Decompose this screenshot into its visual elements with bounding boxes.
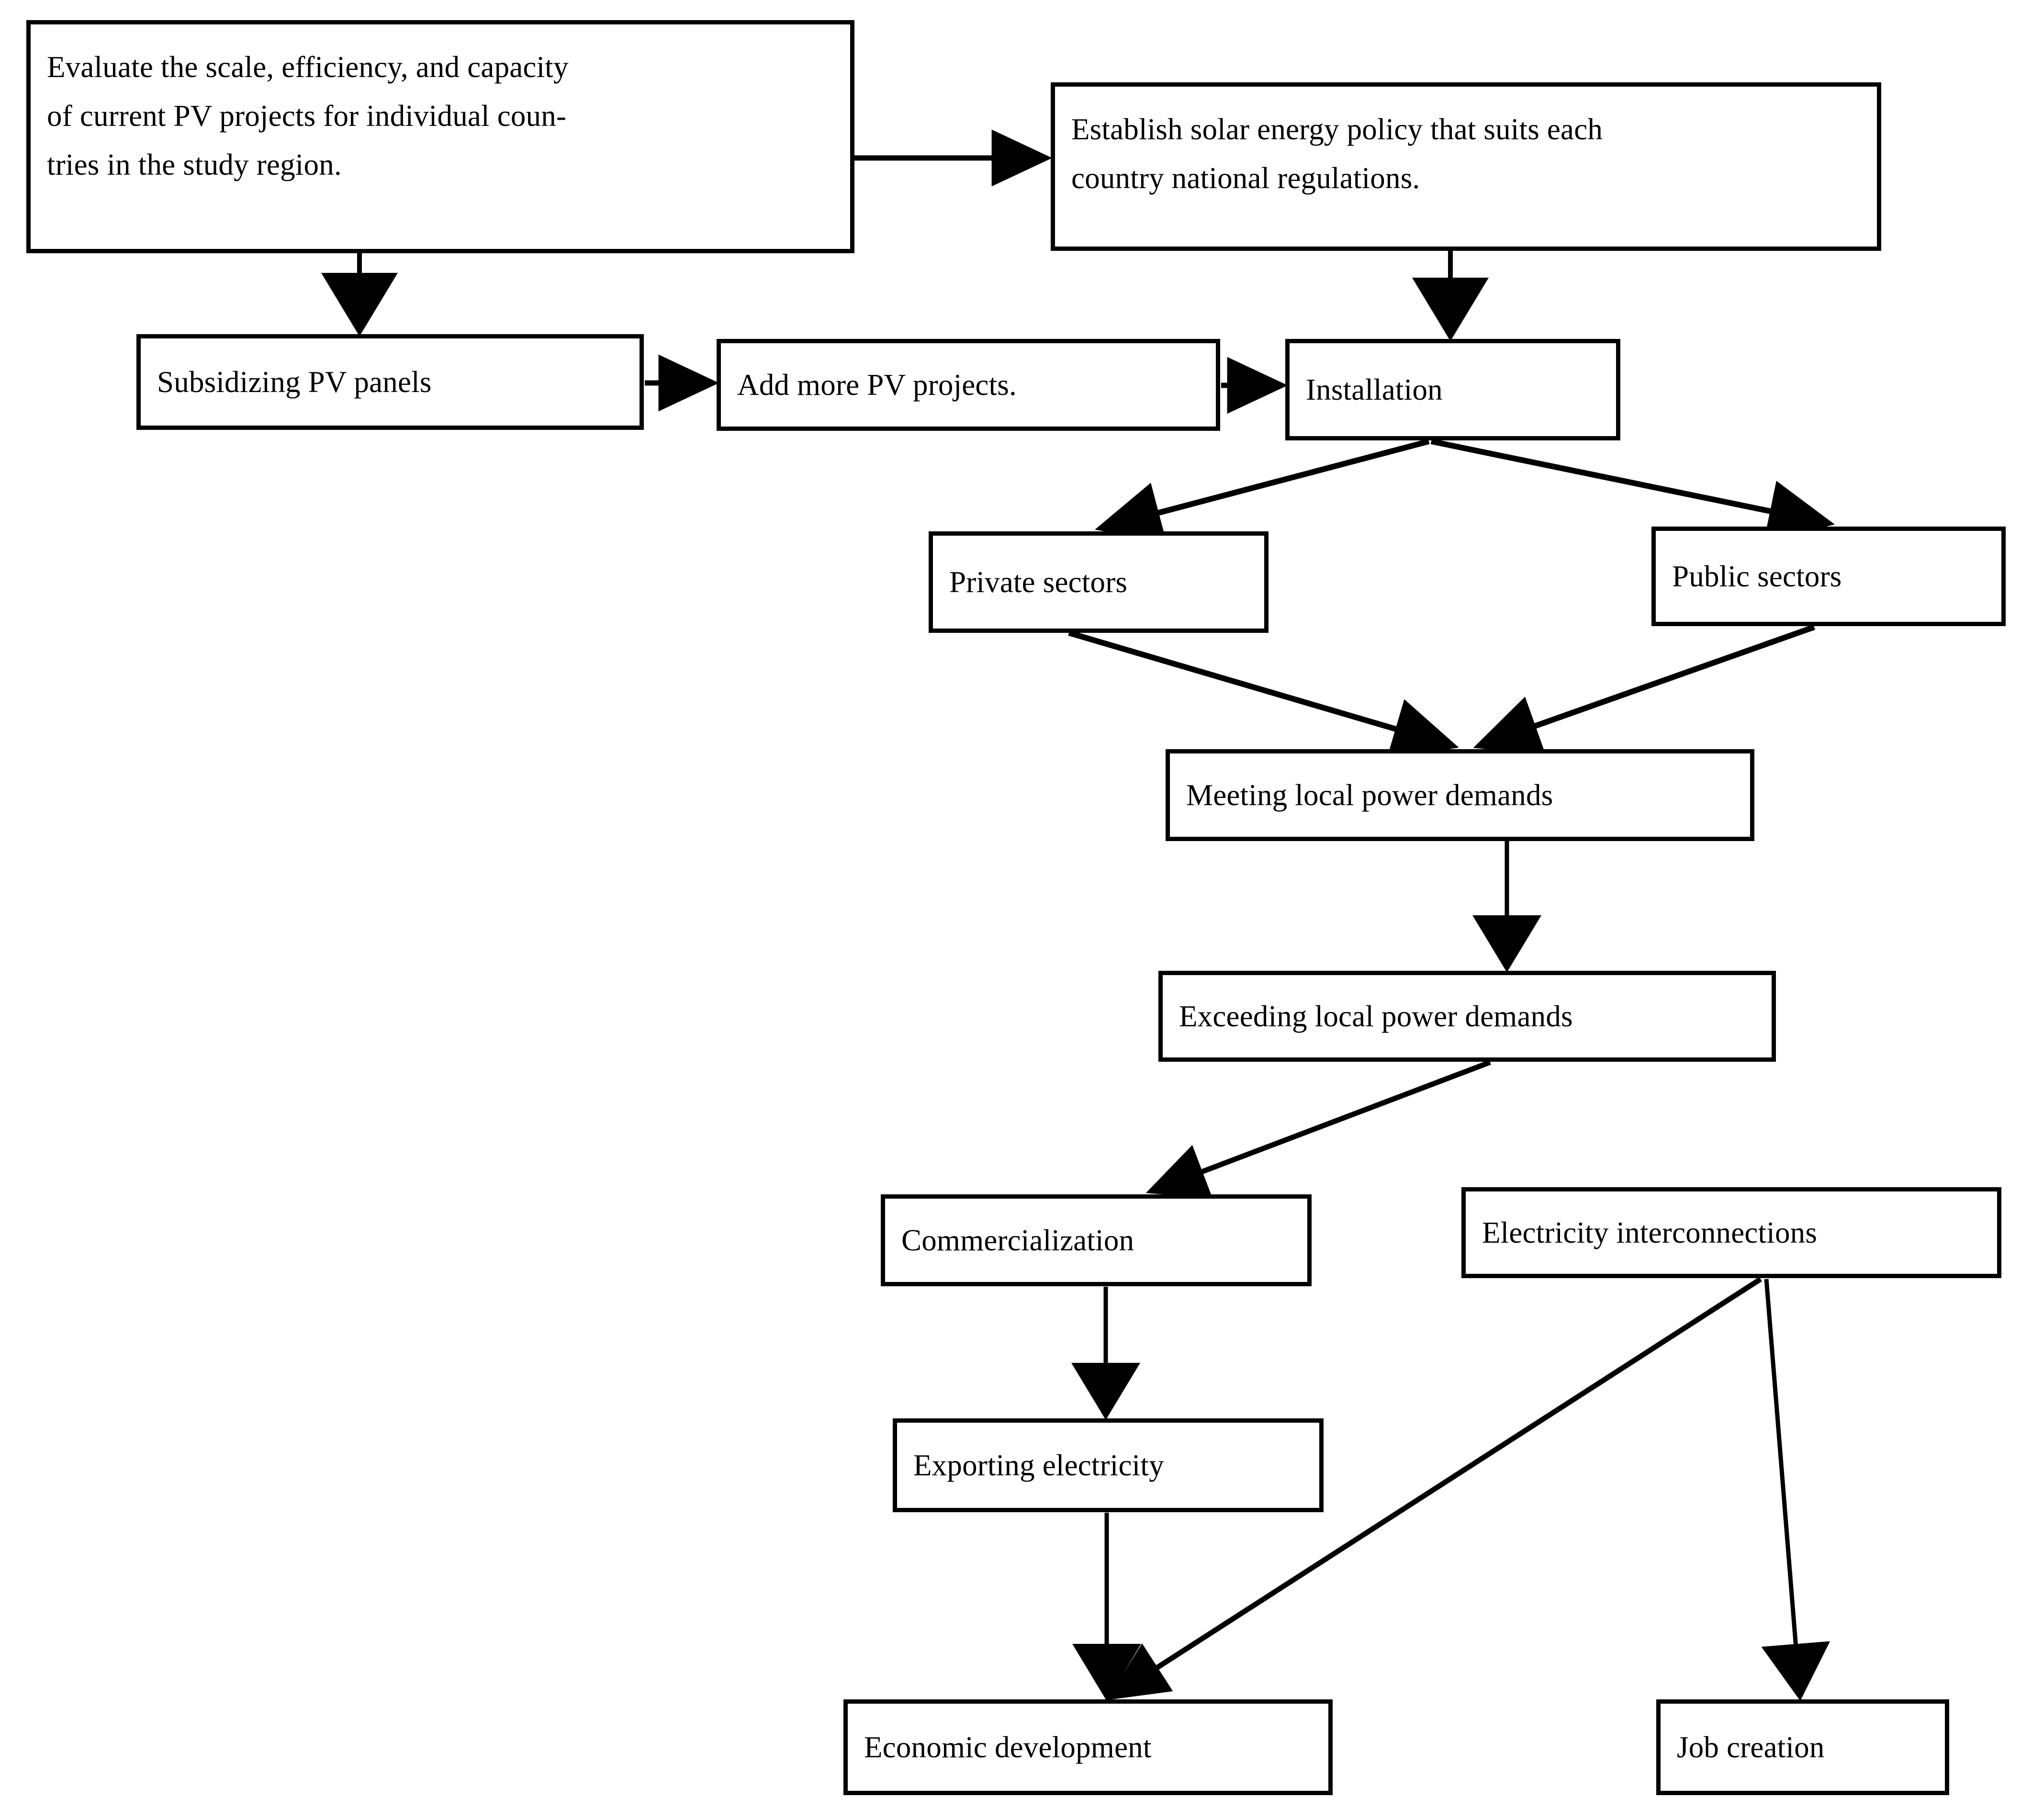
- node-job-creation[interactable]: Job creation: [1656, 1699, 1949, 1795]
- node-label: Public sectors: [1672, 559, 1842, 593]
- edge-installation-to-public-sectors: [1430, 438, 1835, 542]
- node-label: Exporting electricity: [913, 1448, 1164, 1482]
- node-evaluate-pv-projects[interactable]: Evaluate the scale, efficiency, and capa…: [26, 20, 854, 253]
- node-label: Evaluate the scale, efficiency, and capa…: [47, 50, 569, 182]
- node-establish-solar-policy[interactable]: Establish solar energy policy that suits…: [1051, 82, 1881, 251]
- node-label: Establish solar energy policy that suits…: [1071, 112, 1603, 195]
- node-label: Meeting local power demands: [1186, 778, 1553, 812]
- node-label: Exceeding local power demands: [1179, 999, 1573, 1033]
- node-exceeding-local-power-demands[interactable]: Exceeding local power demands: [1158, 971, 1776, 1062]
- node-installation[interactable]: Installation: [1285, 339, 1620, 440]
- node-label: Private sectors: [949, 565, 1128, 599]
- node-meeting-local-power-demands[interactable]: Meeting local power demands: [1166, 749, 1754, 841]
- node-label: Subsidizing PV panels: [157, 365, 432, 399]
- edge-private-sectors-to-meeting-demands: [1068, 630, 1459, 759]
- node-add-more-pv-projects[interactable]: Add more PV projects.: [717, 339, 1220, 431]
- edge-public-sectors-to-meeting-demands: [1473, 624, 1816, 755]
- node-label: Add more PV projects.: [737, 368, 1017, 402]
- node-label: Job creation: [1677, 1730, 1825, 1764]
- node-private-sectors[interactable]: Private sectors: [929, 531, 1269, 633]
- edge-exceeding-to-commercialization: [1145, 1059, 1491, 1198]
- node-label: Installation: [1306, 372, 1443, 406]
- node-economic-development[interactable]: Economic development: [843, 1699, 1333, 1795]
- node-exporting-electricity[interactable]: Exporting electricity: [893, 1418, 1324, 1512]
- node-public-sectors[interactable]: Public sectors: [1651, 527, 2006, 626]
- edge-interconnections-to-job-creation: [1761, 1279, 1830, 1701]
- node-subsidizing-pv-panels[interactable]: Subsidizing PV panels: [136, 334, 644, 430]
- node-label: Electricity interconnections: [1482, 1215, 1818, 1249]
- edge-installation-to-private-sectors: [1095, 438, 1430, 543]
- node-commercialization[interactable]: Commercialization: [881, 1194, 1312, 1286]
- node-label: Commercialization: [901, 1223, 1134, 1257]
- node-electricity-interconnections[interactable]: Electricity interconnections: [1461, 1187, 2001, 1278]
- node-label: Economic development: [864, 1730, 1152, 1764]
